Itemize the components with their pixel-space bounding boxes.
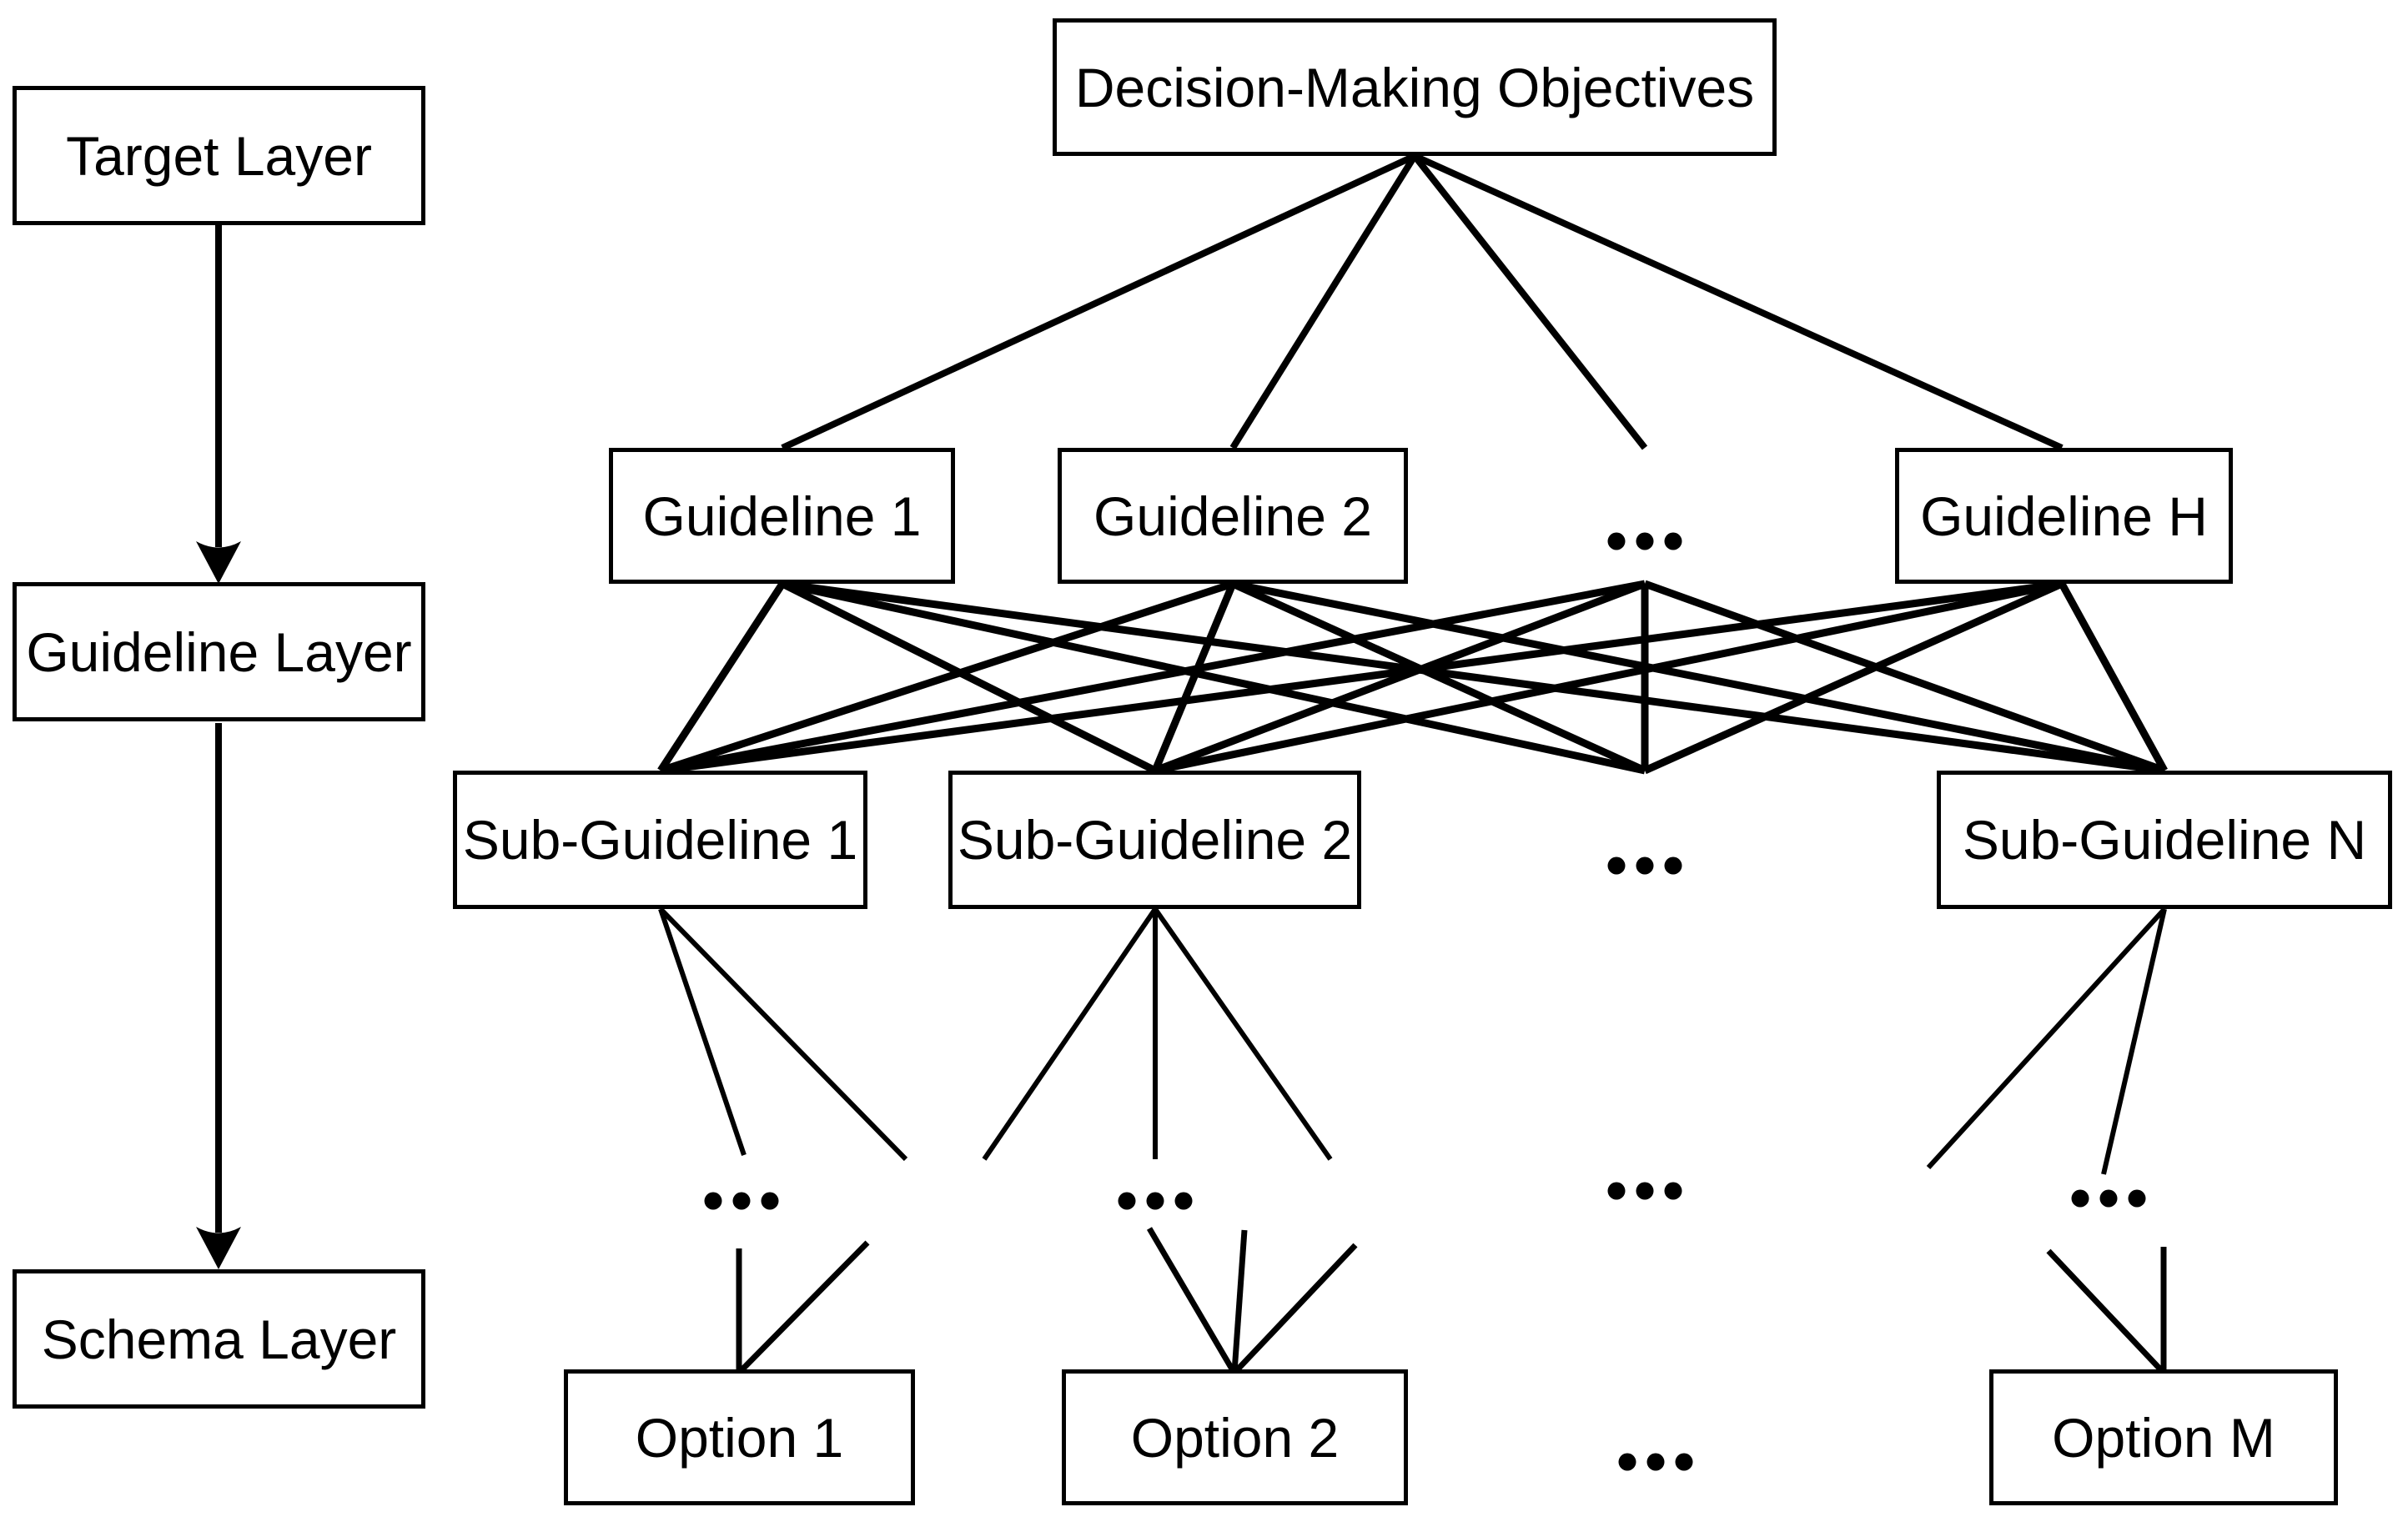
dot bbox=[1646, 1453, 1665, 1471]
option-2-label: Option 2 bbox=[1130, 1406, 1340, 1469]
dot bbox=[1607, 1182, 1626, 1200]
schema-layer-label: Schema Layer bbox=[41, 1308, 397, 1370]
connector-line bbox=[658, 908, 747, 1156]
dot bbox=[1618, 1453, 1636, 1471]
connector-line bbox=[1229, 153, 1418, 450]
left-flow-arrows bbox=[196, 225, 241, 1269]
dot bbox=[2071, 1189, 2089, 1208]
sub-guideline-2-label: Sub-Guideline 2 bbox=[957, 809, 1353, 871]
sub-guideline-n-label: Sub-Guideline N bbox=[1962, 809, 2367, 871]
dot bbox=[1636, 532, 1654, 550]
option-m-box: Option M bbox=[1989, 1369, 2338, 1505]
guideline-1-label: Guideline 1 bbox=[642, 485, 922, 547]
connector-line bbox=[782, 580, 2165, 775]
connector-line bbox=[657, 581, 786, 773]
connector-line bbox=[982, 907, 1158, 1161]
connector-line bbox=[1926, 907, 2167, 1170]
sub-guideline-2-box: Sub-Guideline 2 bbox=[948, 771, 1361, 909]
ellipsis-below-subguideline-1 bbox=[704, 1192, 779, 1210]
connector-line bbox=[781, 153, 1416, 451]
guideline-subguideline-mesh-lines bbox=[657, 580, 2168, 775]
dot bbox=[1146, 1192, 1164, 1210]
dot bbox=[1118, 1192, 1136, 1210]
dot bbox=[1664, 1182, 1682, 1200]
option-1-box: Option 1 bbox=[564, 1369, 915, 1505]
dot bbox=[1174, 1192, 1193, 1210]
connector-line bbox=[1233, 1243, 1358, 1374]
flow-arrowhead-icon bbox=[196, 541, 241, 584]
option-2-box: Option 2 bbox=[1062, 1369, 1408, 1505]
connector-line bbox=[1151, 582, 1237, 772]
connector-line bbox=[1643, 580, 2064, 775]
dot bbox=[732, 1192, 751, 1210]
dot bbox=[1664, 856, 1682, 875]
objectives-fan-lines bbox=[781, 153, 2064, 451]
dot bbox=[1675, 1453, 1693, 1471]
dot bbox=[1636, 1182, 1654, 1200]
dot bbox=[1607, 856, 1626, 875]
dot bbox=[761, 1192, 779, 1210]
dot bbox=[2099, 1189, 2118, 1208]
ellipsis-option-row bbox=[1618, 1453, 1693, 1471]
connector-line bbox=[660, 580, 2063, 775]
connector-line bbox=[2101, 908, 2167, 1175]
ellipsis-below-subguideline-n bbox=[2071, 1189, 2146, 1208]
dot bbox=[1636, 856, 1654, 875]
objectives-box: Decision-Making Objectives bbox=[1053, 18, 1777, 156]
connector-line bbox=[2059, 581, 2168, 773]
ellipsis-middle-column bbox=[1607, 1182, 1682, 1200]
connector-line bbox=[2046, 1248, 2165, 1374]
guideline-2-box: Guideline 2 bbox=[1058, 448, 1408, 584]
subguideline-fanout-lines bbox=[658, 907, 2167, 1175]
connector-line bbox=[1154, 580, 2063, 775]
sub-guideline-n-box: Sub-Guideline N bbox=[1937, 771, 2392, 909]
ellipsis-below-subguideline-2 bbox=[1118, 1192, 1193, 1210]
connector-line bbox=[780, 580, 1158, 775]
dot bbox=[2128, 1189, 2146, 1208]
connector-line bbox=[1153, 907, 1333, 1161]
dot bbox=[1664, 532, 1682, 550]
sub-guideline-1-label: Sub-Guideline 1 bbox=[462, 809, 858, 871]
guideline-2-label: Guideline 2 bbox=[1093, 485, 1372, 547]
option-fanin-lines bbox=[736, 1227, 2167, 1374]
target-layer-label: Target Layer bbox=[66, 124, 372, 187]
objectives-label: Decision-Making Objectives bbox=[1074, 56, 1755, 118]
guideline-layer-label: Guideline Layer bbox=[26, 620, 412, 683]
ellipsis-subguideline-row bbox=[1607, 856, 1682, 875]
connector-line bbox=[1146, 1227, 1237, 1374]
option-1-label: Option 1 bbox=[635, 1406, 844, 1469]
connector-line bbox=[1413, 153, 2064, 451]
guideline-1-box: Guideline 1 bbox=[609, 448, 955, 584]
sub-guideline-1-box: Sub-Guideline 1 bbox=[453, 771, 867, 909]
option-m-label: Option M bbox=[2052, 1406, 2275, 1469]
connector-line bbox=[659, 580, 1234, 775]
guideline-layer-box: Guideline Layer bbox=[13, 582, 425, 721]
connector-line bbox=[737, 1240, 870, 1374]
flow-arrowhead-icon bbox=[196, 1227, 241, 1269]
ellipsis-dots bbox=[704, 532, 2146, 1471]
guideline-h-box: Guideline H bbox=[1895, 448, 2233, 584]
connector-line bbox=[658, 907, 908, 1162]
dot bbox=[1607, 532, 1626, 550]
connector-line bbox=[1231, 580, 1646, 775]
connector-line bbox=[1643, 580, 2166, 775]
connector-line bbox=[1411, 153, 1648, 450]
connector-line bbox=[1154, 580, 1646, 775]
ellipsis-guideline-row bbox=[1607, 532, 1682, 550]
guideline-h-label: Guideline H bbox=[1920, 485, 2208, 547]
schema-layer-box: Schema Layer bbox=[13, 1269, 425, 1409]
connector-line bbox=[1231, 1229, 1248, 1373]
connector-line bbox=[782, 580, 1646, 775]
target-layer-box: Target Layer bbox=[13, 86, 425, 225]
dot bbox=[704, 1192, 722, 1210]
connector-line bbox=[1232, 580, 2165, 775]
connector-line bbox=[660, 580, 1646, 775]
